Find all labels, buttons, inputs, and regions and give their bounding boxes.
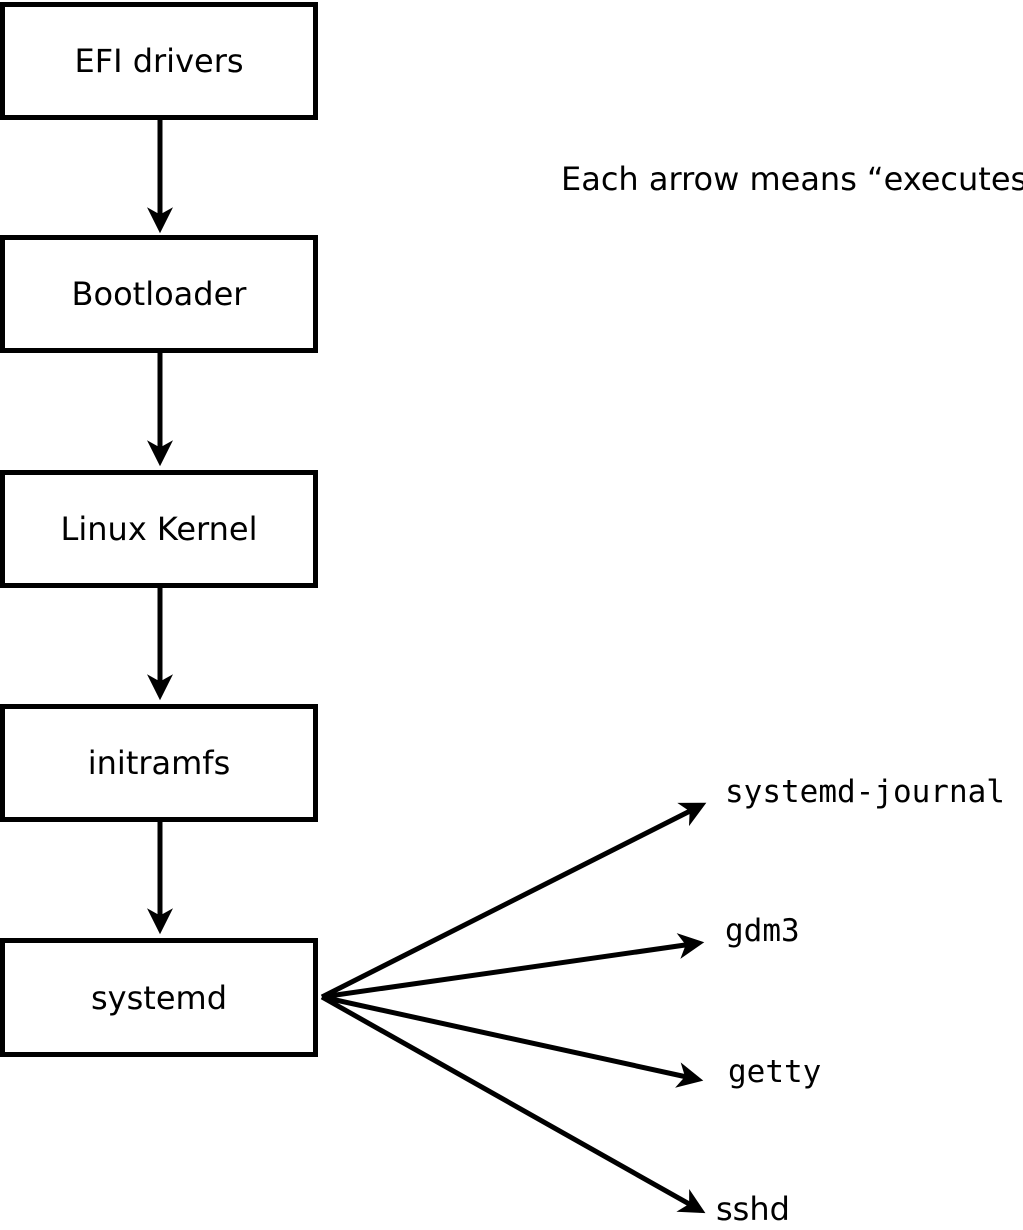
label-gdm3: gdm3	[725, 913, 800, 949]
label-linux-kernel: Linux Kernel	[61, 510, 258, 548]
label-getty: getty	[728, 1054, 821, 1090]
arrow-systemd-to-gdm3	[321, 933, 705, 1000]
box-initramfs	[0, 704, 318, 822]
label-systemd-journal: systemd-journal	[725, 774, 1005, 810]
arrow-systemd-to-getty	[321, 994, 704, 1088]
box-systemd	[0, 938, 318, 1057]
label-bootloader: Bootloader	[72, 275, 248, 313]
label-sshd: sshd	[716, 1190, 790, 1228]
label-efi-drivers: EFI drivers	[74, 42, 243, 80]
note-arrow-meaning: Each arrow means “executes”.	[561, 160, 1023, 198]
arrow-systemd-to-journal	[320, 802, 707, 1000]
box-linux-kernel	[0, 470, 318, 588]
label-systemd: systemd	[91, 979, 227, 1017]
box-bootloader	[0, 235, 318, 353]
box-efi-drivers	[0, 2, 318, 120]
label-initramfs: initramfs	[88, 744, 230, 782]
arrow-systemd-to-sshd	[320, 994, 706, 1214]
